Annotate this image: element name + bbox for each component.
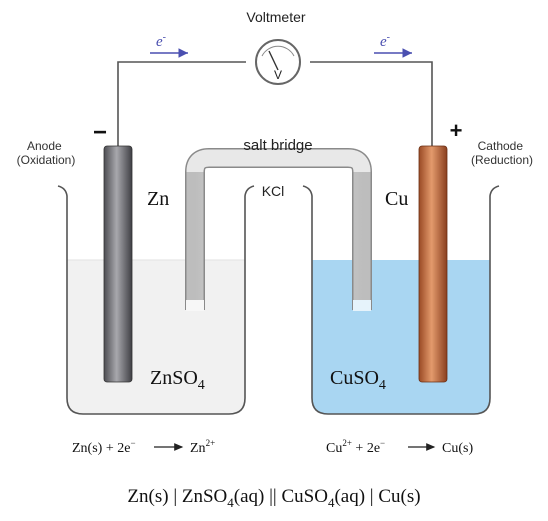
voltmeter-needle <box>268 50 279 71</box>
cuso4-label: CuSO4 <box>330 367 386 393</box>
svg-text:Cu2+ + 2e−: Cu2+ + 2e− <box>326 438 385 456</box>
anode-label: Anode (Oxidation) <box>17 139 76 167</box>
salt-bridge-label: salt bridge <box>243 137 312 154</box>
electron-flow-left: e- <box>150 32 188 58</box>
salt-bridge <box>185 148 372 311</box>
electron-flow-right: e- <box>374 32 412 58</box>
electron-label-right: e <box>380 34 387 50</box>
cell-notation: Zn(s) | ZnSO4(aq) || CuSO4(aq) | Cu(s) <box>127 486 420 510</box>
znso4-solution <box>67 260 245 414</box>
zinc-label: Zn <box>147 188 169 210</box>
external-wire <box>117 61 433 146</box>
voltmeter-scale <box>261 45 295 57</box>
electron-charge-left: - <box>163 32 166 43</box>
cathode-beaker-glass <box>302 185 500 415</box>
anode-beaker-glass <box>57 185 255 415</box>
anode-sign: − <box>93 119 107 146</box>
copper-electrode <box>418 145 448 383</box>
copper-label: Cu <box>385 188 408 210</box>
voltmeter-dial <box>255 39 301 85</box>
znso4-label: ZnSO4 <box>150 367 205 393</box>
cathode-half-reaction: Cu2+ + 2e− Cu(s) <box>326 438 473 456</box>
salt-bridge-electrolyte: KCl <box>262 183 285 199</box>
zinc-electrode <box>103 145 133 383</box>
svg-text:Zn2+: Zn2+ <box>190 438 215 456</box>
electron-label-left: e <box>156 34 163 50</box>
cathode-reaction-product: Cu(s) <box>442 441 473 456</box>
svg-text:e-: e- <box>380 32 390 50</box>
voltmeter: Voltmeter V <box>246 9 306 85</box>
voltmeter-symbol: V <box>274 68 282 82</box>
voltmeter-title: Voltmeter <box>246 9 305 25</box>
electron-charge-right: - <box>387 32 390 43</box>
anode-half-reaction: Zn(s) + 2e− Zn2+ <box>72 438 215 456</box>
svg-text:e-: e- <box>156 32 166 50</box>
svg-text:Zn(s) + 2e−: Zn(s) + 2e− <box>72 438 136 456</box>
cuso4-solution <box>312 260 490 414</box>
cathode-sign: + <box>450 118 463 143</box>
cathode-label: Cathode (Reduction) <box>471 139 533 167</box>
